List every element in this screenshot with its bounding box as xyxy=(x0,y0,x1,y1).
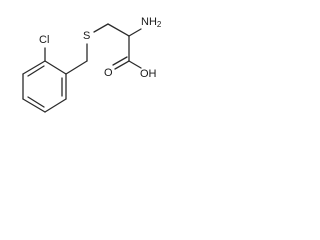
bond-methylene-to-alpha-carbon xyxy=(107,23,130,37)
structure-canvas: Cl S NH2 OH O xyxy=(22,16,162,113)
ring-bond-4 xyxy=(22,98,46,113)
sulfur-atom: S xyxy=(83,30,90,42)
bond-carboxyl-to-hydroxyl xyxy=(128,60,142,69)
ring-bond-1 xyxy=(44,60,67,75)
bond-alpha-carbon-to-amine xyxy=(128,28,142,37)
chlorine-atom: Cl xyxy=(39,34,49,46)
amine-subscript: 2 xyxy=(157,20,162,29)
carbonyl-oxygen-atom: O xyxy=(104,67,113,79)
amine-group: NH2 xyxy=(141,16,162,29)
benzene-ring xyxy=(22,60,67,113)
bond-ring-to-methylene xyxy=(65,60,88,75)
bond-carbonyl-double-a xyxy=(114,60,130,70)
ring-double-bond-2 xyxy=(27,96,45,108)
amine-label: NH xyxy=(141,16,157,28)
hydroxyl-group: OH xyxy=(140,68,157,80)
bond-sulfur-to-methylene xyxy=(93,23,109,33)
bond-carbonyl-double-b xyxy=(112,56,128,66)
ring-bond-6 xyxy=(22,60,46,75)
ring-double-bond-3 xyxy=(27,65,45,77)
ring-bond-3 xyxy=(44,98,67,113)
